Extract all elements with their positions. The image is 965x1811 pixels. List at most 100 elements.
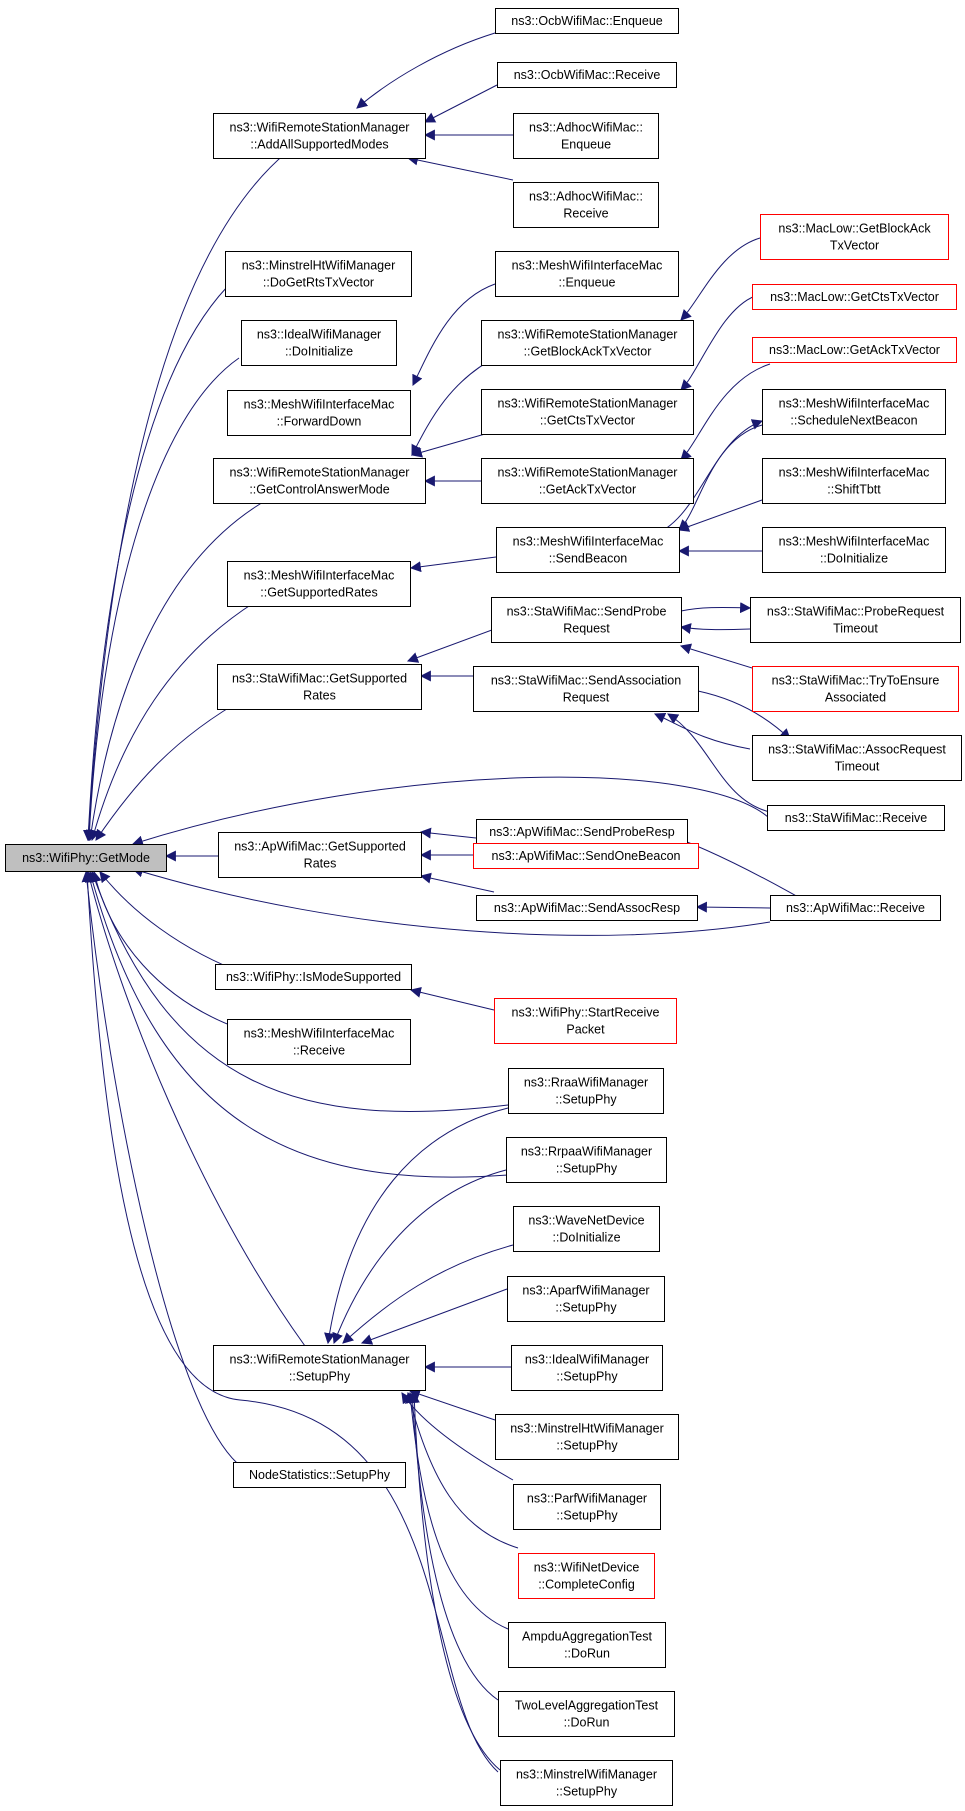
function-node[interactable]: ns3::AdhocWifiMac::Enqueue [513, 113, 659, 159]
function-node[interactable]: ns3::ApWifiMac::SendAssocResp [476, 895, 698, 921]
node-box [760, 214, 949, 260]
highlighted-node[interactable]: ns3::MacLow::GetCtsTxVector [752, 284, 957, 310]
node-label: ns3::WifiNetDevice [534, 1560, 640, 1574]
edge-ocb-enqueue-to-addall [356, 32, 496, 109]
function-node[interactable]: ns3::IdealWifiManager::SetupPhy [511, 1345, 663, 1391]
function-node[interactable]: ns3::StaWifiMac::GetSupportedRates [217, 664, 422, 710]
edge-setupphy-to-getmode [85, 870, 306, 1347]
function-node[interactable]: ns3::MeshWifiInterfaceMac::DoInitialize [762, 527, 946, 573]
root-node[interactable]: ns3::WifiPhy::GetMode [5, 844, 167, 872]
node-label: ns3::WifiRemoteStationManager [230, 1352, 410, 1366]
node-label: ::GetSupportedRates [260, 585, 377, 599]
function-node[interactable]: ns3::RrpaaWifiManager::SetupPhy [506, 1137, 667, 1183]
function-node[interactable]: ns3::WifiRemoteStationManager::GetContro… [213, 458, 426, 504]
function-node[interactable]: ns3::MeshWifiInterfaceMac::Enqueue [495, 251, 679, 297]
edge-addallsupportedmodes-to-getmode [83, 151, 288, 842]
highlighted-node[interactable]: ns3::ApWifiMac::SendOneBeacon [473, 843, 699, 869]
function-node[interactable]: ns3::MeshWifiInterfaceMac::SendBeacon [496, 527, 680, 573]
node-box [767, 805, 945, 831]
function-node[interactable]: ns3::ApWifiMac::Receive [770, 895, 941, 921]
function-node[interactable]: ns3::MeshWifiInterfaceMac::GetSupportedR… [227, 561, 411, 607]
node-label: ns3::StaWifiMac::Receive [785, 811, 927, 825]
function-node[interactable]: ns3::WaveNetDevice::DoInitialize [513, 1206, 660, 1252]
function-node[interactable]: ns3::WifiRemoteStationManager::GetCtsTxV… [481, 389, 694, 435]
function-node[interactable]: ns3::ApWifiMac::SendProbeResp [476, 819, 688, 845]
function-node[interactable]: ns3::AdhocWifiMac::Receive [513, 182, 659, 228]
function-node[interactable]: ns3::ApWifiMac::GetSupportedRates [218, 832, 422, 878]
node-label: ns3::MeshWifiInterfaceMac [779, 396, 930, 410]
node-label: ::SetupPhy [556, 1438, 618, 1452]
function-node[interactable]: AmpduAggregationTest::DoRun [508, 1622, 666, 1668]
node-box [476, 895, 698, 921]
edge-ocb-receive-to-addall [424, 84, 498, 123]
node-label: ::SendBeacon [549, 551, 628, 565]
function-node[interactable]: ns3::WifiRemoteStationManager::SetupPhy [213, 1345, 426, 1391]
function-node[interactable]: ns3::MinstrelHtWifiManager::SetupPhy [495, 1414, 679, 1460]
node-label: ns3::MeshWifiInterfaceMac [512, 258, 663, 272]
edge-maclow-cts-to-ctstx [680, 295, 756, 391]
node-label: ::ForwardDown [277, 414, 362, 428]
function-node[interactable]: ns3::OcbWifiMac::Receive [497, 62, 677, 88]
node-box [770, 895, 941, 921]
node-box [500, 1760, 673, 1806]
node-label: ns3::OcbWifiMac::Receive [514, 68, 661, 82]
edge-getcontrolanswermode-to-getmode [85, 497, 271, 842]
node-label: ns3::WaveNetDevice [528, 1213, 644, 1227]
node-label: ns3::OcbWifiMac::Enqueue [511, 14, 663, 28]
edge-mesh-enqueue-to-forwarddown [412, 283, 496, 386]
function-node[interactable]: ns3::MinstrelHtWifiManager::DoGetRtsTxVe… [225, 251, 412, 297]
function-node[interactable]: ns3::ParfWifiManager::SetupPhy [513, 1484, 661, 1530]
node-label: ::GetAckTxVector [539, 482, 636, 496]
function-node[interactable]: ns3::MeshWifiInterfaceMac::ShiftTbtt [762, 458, 946, 504]
function-node[interactable]: ns3::MeshWifiInterfaceMac::ScheduleNextB… [762, 389, 946, 435]
edges-layer [81, 32, 801, 1773]
edge-startreceive-to-ismodesupported [409, 986, 495, 1011]
function-node[interactable]: ns3::OcbWifiMac::Enqueue [495, 8, 679, 34]
edge-minstrelht-to-setupphy [408, 1388, 496, 1421]
function-node[interactable]: ns3::IdealWifiManager::DoInitialize [241, 320, 397, 366]
node-label: ns3::RraaWifiManager [524, 1075, 648, 1089]
node-label: Request [563, 690, 610, 704]
function-node[interactable]: ns3::MinstrelWifiManager::SetupPhy [500, 1760, 673, 1806]
function-node[interactable]: NodeStatistics::SetupPhy [233, 1462, 406, 1488]
node-box [497, 62, 677, 88]
node-box [752, 666, 959, 712]
highlighted-node[interactable]: ns3::MacLow::GetBlockAckTxVector [760, 214, 949, 260]
highlighted-node[interactable]: ns3::MacLow::GetAckTxVector [752, 337, 957, 363]
function-node[interactable]: TwoLevelAggregationTest::DoRun [498, 1691, 675, 1737]
node-box [513, 113, 659, 159]
edge-rrpaa-to-setupphy [332, 1169, 507, 1345]
node-box [473, 666, 699, 712]
edge-minstrel-to-setupphy [408, 1391, 501, 1771]
node-box [473, 843, 699, 869]
node-label: AmpduAggregationTest [522, 1629, 652, 1643]
node-box [750, 597, 961, 643]
node-box [762, 458, 946, 504]
function-node[interactable]: ns3::WifiPhy::IsModeSupported [215, 964, 412, 990]
function-node[interactable]: ns3::StaWifiMac::Receive [767, 805, 945, 831]
function-node[interactable]: ns3::WifiRemoteStationManager::GetBlockA… [481, 320, 694, 366]
function-node[interactable]: ns3::AparfWifiManager::SetupPhy [507, 1276, 665, 1322]
node-box [495, 251, 679, 297]
function-node[interactable]: ns3::MeshWifiInterfaceMac::Receive [227, 1019, 411, 1065]
node-label: ::Enqueue [559, 275, 616, 289]
function-node[interactable]: ns3::WifiRemoteStationManager::AddAllSup… [213, 113, 426, 159]
node-label: ns3::MinstrelHtWifiManager [242, 258, 396, 272]
function-node[interactable]: ns3::WifiRemoteStationManager::GetAckTxV… [481, 458, 694, 504]
function-node[interactable]: ns3::RraaWifiManager::SetupPhy [508, 1068, 664, 1114]
node-label: ::DoRun [564, 1715, 610, 1729]
highlighted-node[interactable]: ns3::WifiNetDevice::CompleteConfig [518, 1553, 655, 1599]
node-label: ns3::StaWifiMac::AssocRequest [768, 742, 946, 756]
node-label: ns3::ApWifiMac::SendAssocResp [494, 901, 680, 915]
edge-aparf-to-setupphy [360, 1288, 508, 1345]
node-label: ns3::AdhocWifiMac:: [529, 120, 643, 134]
node-label: ns3::StaWifiMac::SendAssociation [491, 673, 681, 687]
function-node[interactable]: ns3::MeshWifiInterfaceMac::ForwardDown [227, 390, 411, 436]
